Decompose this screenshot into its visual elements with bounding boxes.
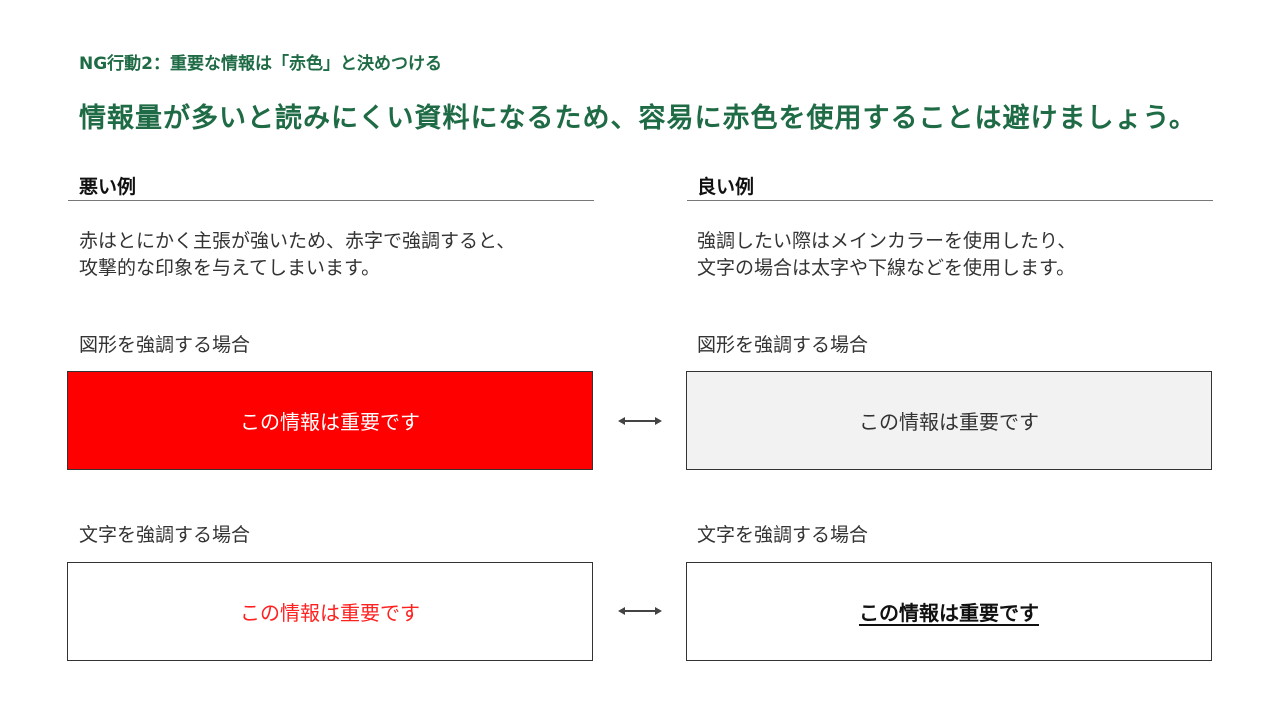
good-text-example-box: この情報は重要です	[686, 562, 1212, 661]
bad-example-heading: 悪い例	[79, 176, 137, 198]
bad-shape-example-box: この情報は重要です	[67, 371, 593, 470]
bad-desc-line2: 攻撃的な印象を与えてしまいます。	[79, 257, 381, 279]
good-shape-label: 図形を強調する場合	[697, 334, 869, 356]
good-desc-line1: 強調したい際はメインカラーを使用したり、	[697, 230, 1077, 252]
slide-kicker: NG行動2：重要な情報は「赤色」と決めつける	[79, 54, 443, 74]
good-example-heading: 良い例	[697, 176, 755, 198]
good-description: 強調したい際はメインカラーを使用したり、 文字の場合は太字や下線などを使用します…	[697, 228, 1076, 282]
bad-desc-line1: 赤はとにかく主張が強いため、赤字で強調すると、	[79, 230, 516, 252]
bad-heading-divider	[68, 200, 594, 201]
bad-text-label: 文字を強調する場合	[79, 524, 251, 546]
double-arrow-icon	[618, 417, 662, 425]
bad-text-example-box: この情報は重要です	[67, 562, 593, 661]
bad-shape-label: 図形を強調する場合	[79, 334, 251, 356]
good-text-label: 文字を強調する場合	[697, 524, 869, 546]
good-heading-divider	[687, 200, 1213, 201]
bad-description: 赤はとにかく主張が強いため、赤字で強調すると、 攻撃的な印象を与えてしまいます。	[79, 228, 515, 282]
good-shape-example-box: この情報は重要です	[686, 371, 1212, 470]
good-desc-line2: 文字の場合は太字や下線などを使用します。	[697, 257, 1076, 279]
slide-headline: 情報量が多いと読みにくい資料になるため、容易に赤色を使用することは避けましょう。	[79, 103, 1197, 134]
double-arrow-icon	[618, 607, 662, 615]
